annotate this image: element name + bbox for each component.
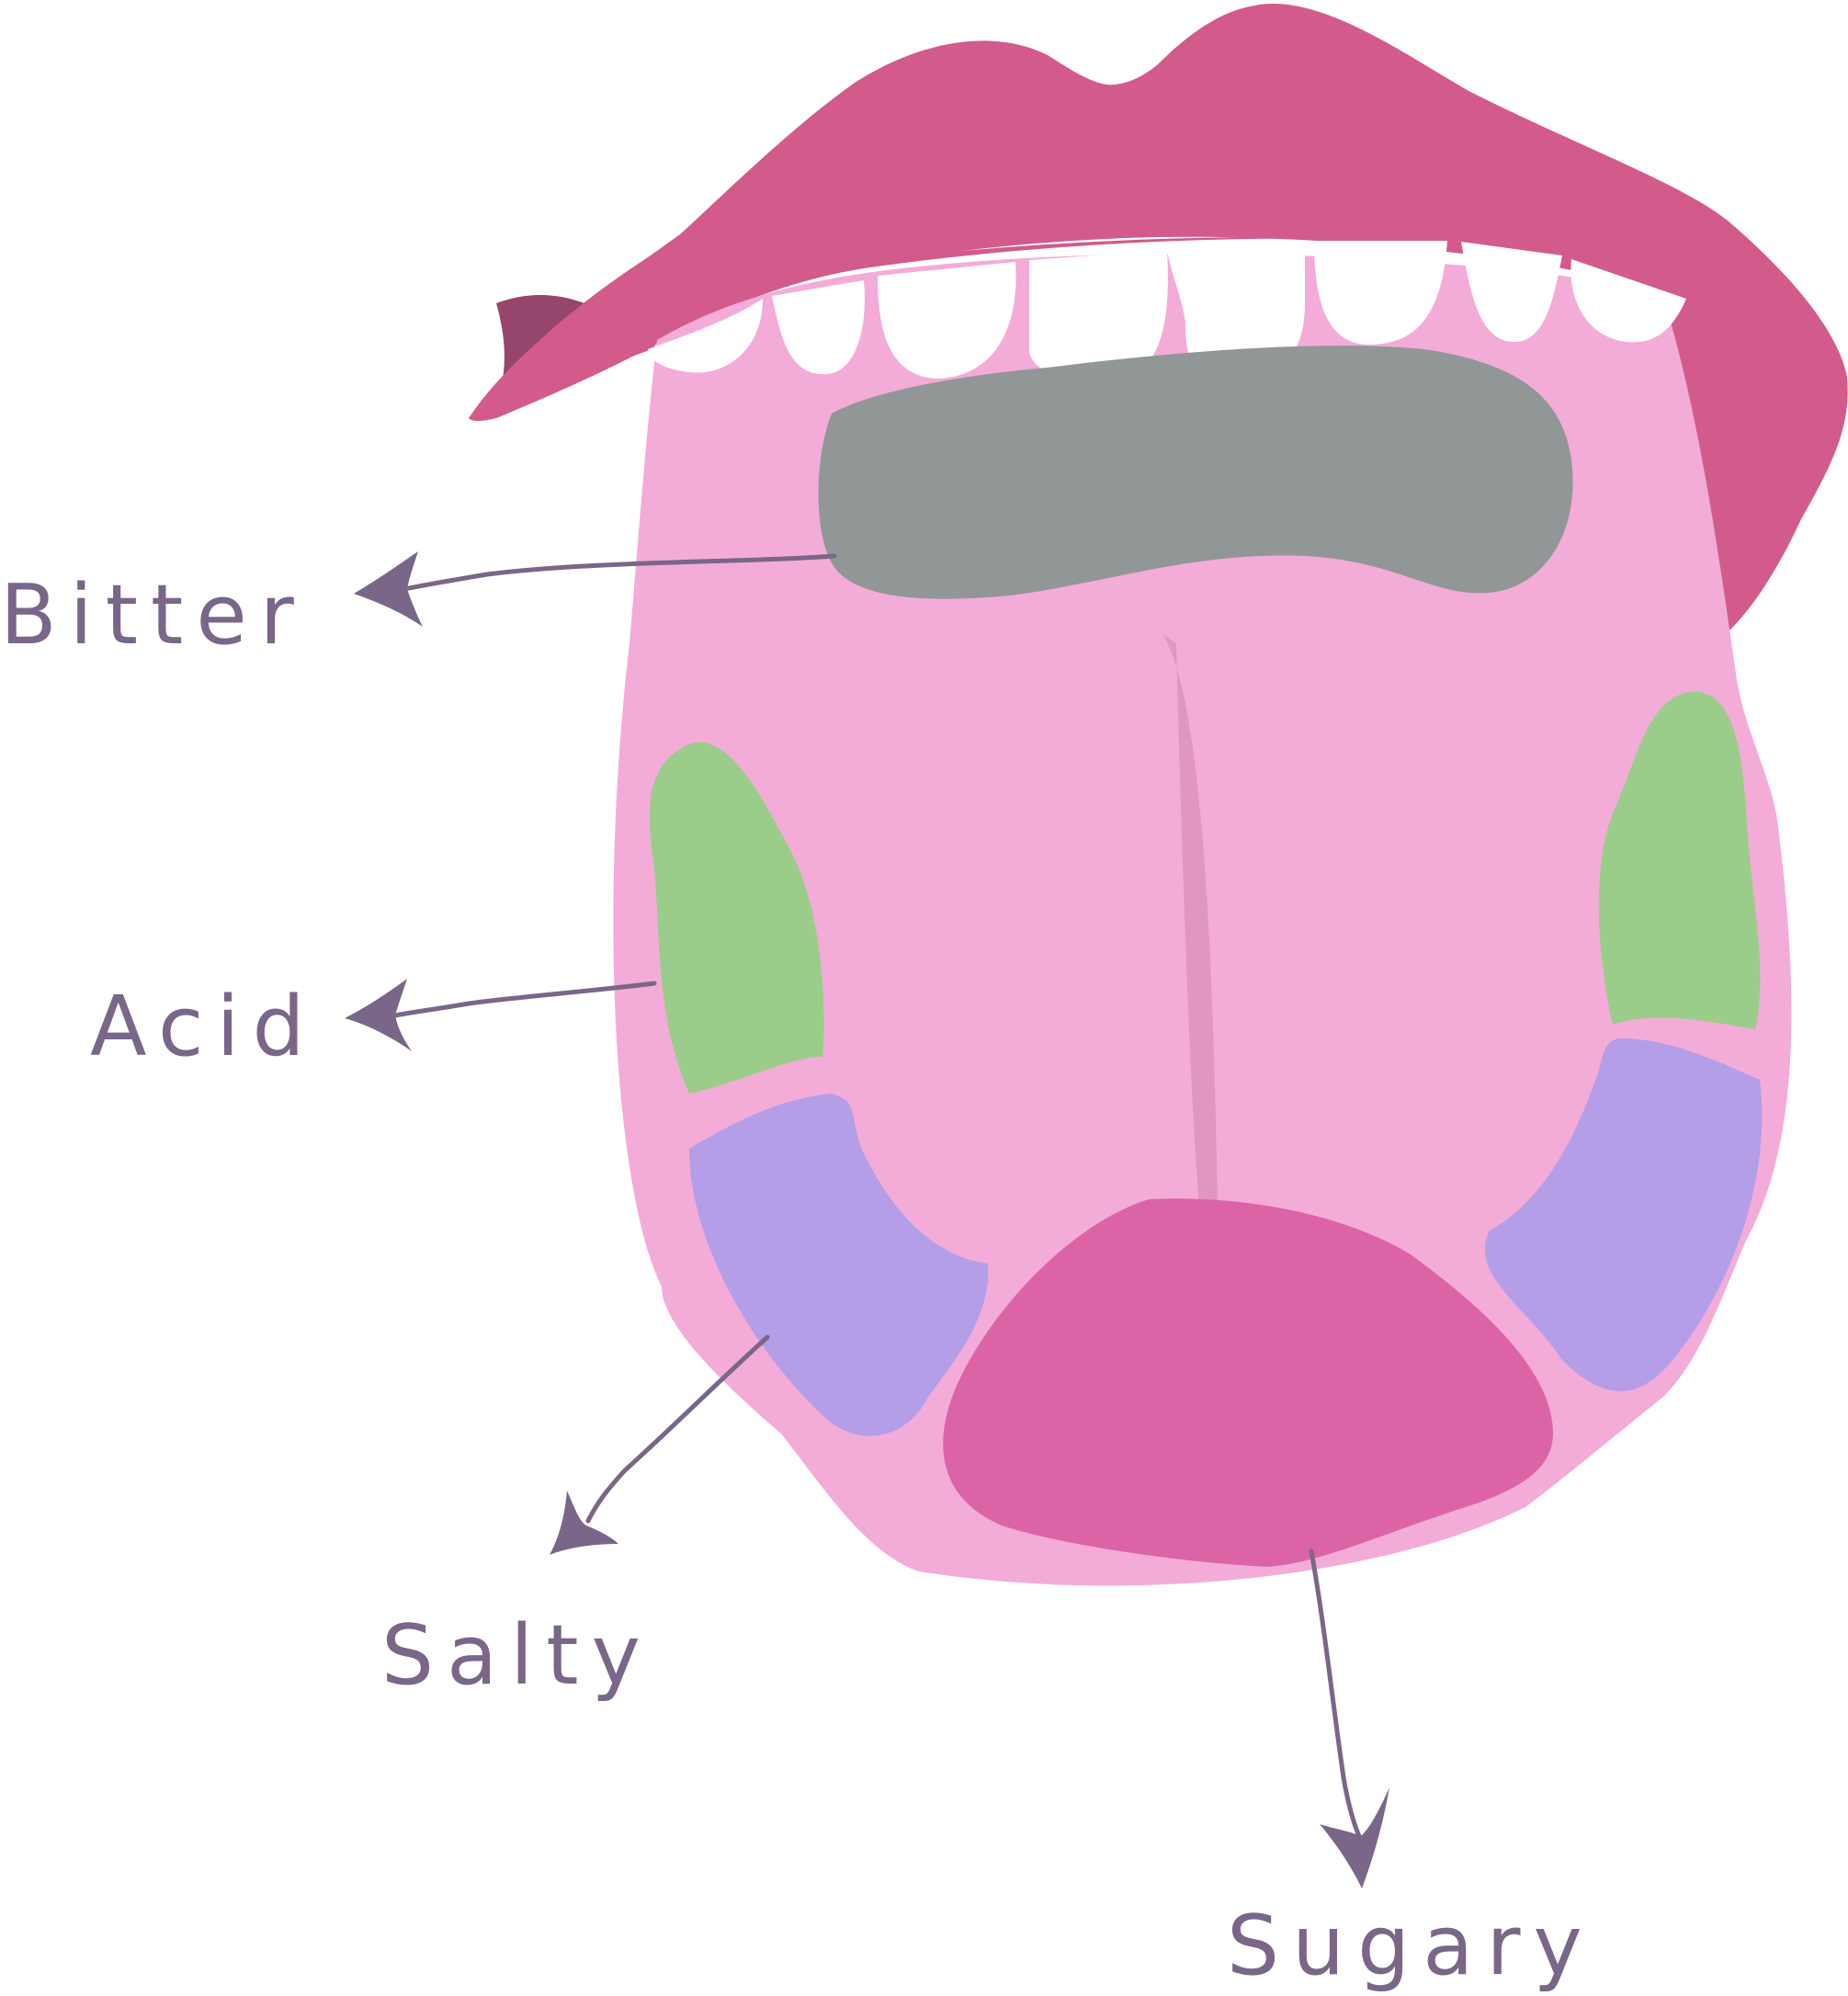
sugary-arrowhead bbox=[1320, 1787, 1389, 1888]
tooth bbox=[648, 299, 763, 373]
bitter-arrowhead bbox=[354, 551, 423, 627]
salty-zone-right bbox=[1485, 1038, 1763, 1391]
annotations bbox=[345, 551, 1389, 1888]
tongue-midline bbox=[1162, 634, 1218, 1204]
salty-leader-line bbox=[585, 1334, 770, 1524]
tooth bbox=[1029, 250, 1168, 382]
acid-leader-line bbox=[392, 981, 657, 1018]
bitter-zone bbox=[818, 346, 1573, 599]
tooth bbox=[772, 280, 865, 375]
label-bitter: Bitter bbox=[0, 567, 307, 663]
label-salty: Salty bbox=[381, 1607, 653, 1704]
sugary-leader-line bbox=[1309, 1548, 1363, 1841]
label-acid: Acid bbox=[90, 979, 318, 1075]
acid-zone-left bbox=[649, 742, 824, 1094]
tooth bbox=[1167, 241, 1305, 377]
lips-outline bbox=[471, 5, 1848, 643]
salty-arrowhead bbox=[550, 1491, 618, 1555]
acid-zone-right bbox=[1598, 691, 1761, 1029]
tooth bbox=[878, 262, 1016, 379]
bitter-leader-line bbox=[402, 553, 837, 592]
teeth bbox=[648, 241, 1686, 382]
sugary-zone bbox=[943, 1198, 1553, 1567]
tooth bbox=[1314, 241, 1447, 345]
salty-zone-left bbox=[689, 1094, 989, 1436]
tooth bbox=[1570, 259, 1686, 343]
acid-arrowhead bbox=[345, 979, 412, 1051]
tooth bbox=[1461, 242, 1562, 343]
label-sugary: Sugary bbox=[1227, 1898, 1595, 1994]
